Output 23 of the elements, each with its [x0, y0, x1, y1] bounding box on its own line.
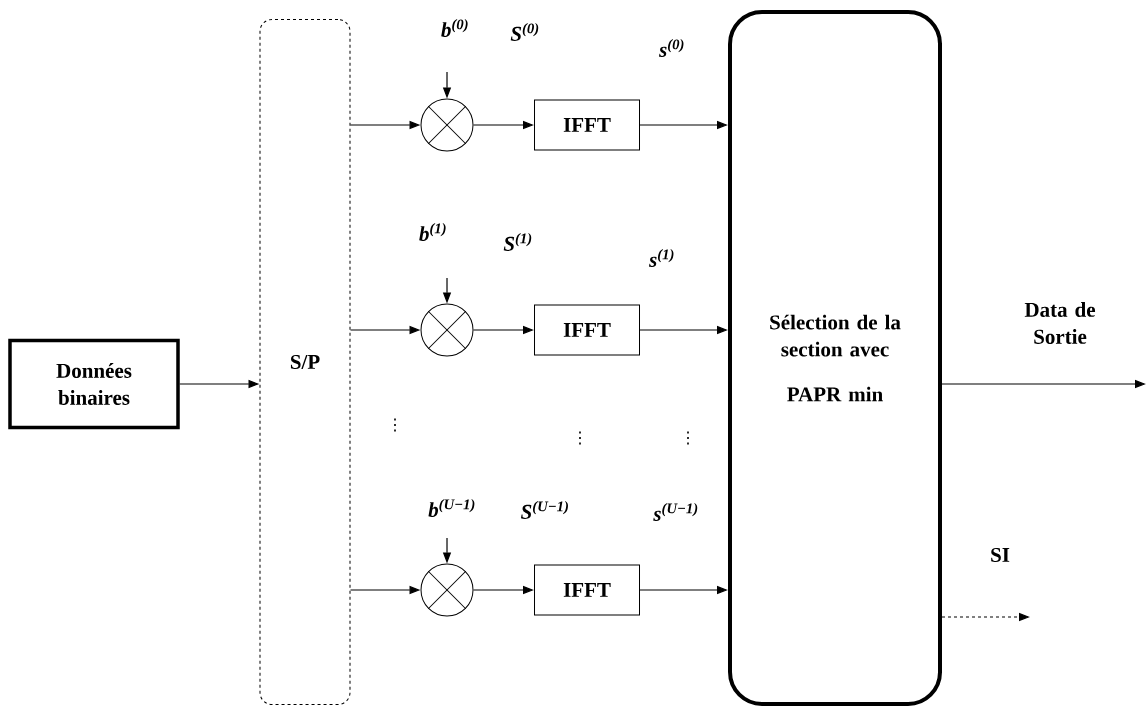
mixer-symbol — [420, 303, 474, 357]
edge-label: s$^{(U−1)}$ — [653, 503, 698, 521]
parallel-converter-box: S/P — [259, 19, 351, 705]
edge-label: S$^{(0)}$ — [510, 23, 539, 41]
ifft-box: IFFT — [534, 304, 640, 356]
edge-label: SI — [991, 547, 1010, 563]
mixer-symbol — [420, 563, 474, 617]
ifft-box: IFFT — [534, 564, 640, 616]
ellipsis-dots: ⋮ — [687, 431, 689, 445]
edge-label: b$^{(1)}$ — [419, 223, 446, 241]
edge-label: s$^{(0)}$ — [659, 39, 684, 57]
edge-label: Data de Sortie — [1024, 302, 1096, 344]
edge-label: b$^{(0)}$ — [441, 19, 468, 37]
mixer-symbol — [420, 98, 474, 152]
ellipsis-dots: ⋮ — [394, 418, 396, 432]
edge-label: S$^{(U−1)}$ — [520, 501, 568, 519]
ellipsis-dots: ⋮ — [579, 431, 581, 445]
edge-label: S$^{(1)}$ — [503, 233, 532, 251]
ifft-box: IFFT — [534, 99, 640, 151]
edge-label: b$^{(U−1)}$ — [428, 499, 475, 517]
selection-box: Sélection de la section avec PAPR min — [728, 10, 942, 706]
edge-label: s$^{(1)}$ — [649, 249, 674, 267]
input-box: Données binaires — [8, 338, 180, 430]
